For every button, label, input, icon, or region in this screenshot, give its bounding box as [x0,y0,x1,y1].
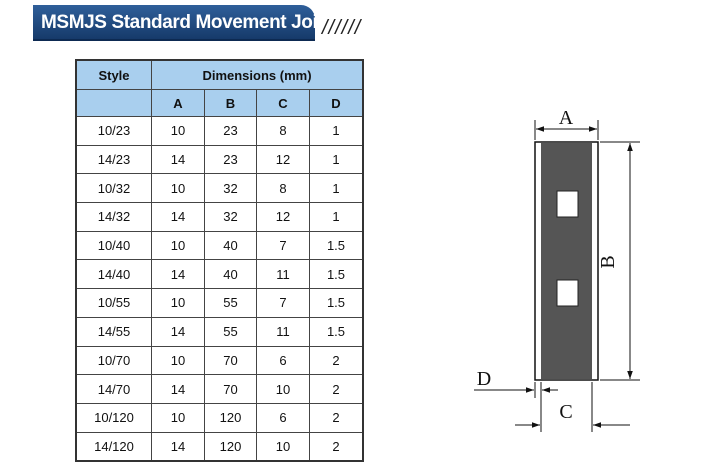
cell-a: 10 [151,288,205,318]
cell-b: 40 [204,230,257,261]
cell-d: 1.5 [309,288,364,318]
cell-a: 14 [151,431,205,462]
cell-c: 12 [256,144,310,175]
cell-b: 23 [204,144,257,175]
dim-b-label: B [597,255,619,268]
cell-d: 1.5 [309,316,364,347]
cell-a: 14 [151,259,205,290]
cell-b: 55 [204,316,257,347]
cell-b: 40 [204,259,257,290]
col-header-d: D [309,89,364,117]
cell-style: 10/40 [75,230,152,261]
table-header-row: Style Dimensions (mm) [75,59,364,90]
cell-c: 11 [256,316,310,347]
table-subheader-row: A B C D [75,89,364,117]
cell-b: 70 [204,345,257,376]
cell-b: 120 [204,402,257,433]
cell-a: 10 [151,230,205,261]
page-title: MSMJS Standard Movement Joint [41,12,335,33]
joint-core-strip [541,143,592,379]
title-banner: MSMJS Standard Movement Joint [33,5,335,41]
cell-a: 10 [151,345,205,376]
dim-c-label: C [559,401,572,423]
dimensions-header: Dimensions (mm) [151,59,364,90]
dim-a-label: A [559,107,574,129]
title-decoration: ////// [322,17,362,39]
cell-style: 10/55 [75,288,152,318]
cell-b: 32 [204,202,257,232]
cell-style: 10/32 [75,173,152,204]
dim-d-label: D [477,368,491,390]
cell-c: 7 [256,288,310,318]
cell-a: 10 [151,116,205,146]
cell-d: 2 [309,402,364,433]
joint-window-upper [556,190,579,218]
col-header-c: C [256,89,310,117]
cell-a: 14 [151,202,205,232]
cell-c: 8 [256,173,310,204]
col-header-b: B [204,89,257,117]
cell-c: 6 [256,402,310,433]
style-subheader-empty [75,89,152,117]
cell-b: 55 [204,288,257,318]
col-header-a: A [151,89,205,117]
cell-d: 1 [309,144,364,175]
cell-style: 14/120 [75,431,152,462]
cell-d: 2 [309,374,364,404]
style-header: Style [75,59,152,90]
cell-c: 12 [256,202,310,232]
joint-window-lower [556,279,579,307]
cell-a: 14 [151,374,205,404]
cell-style: 14/70 [75,374,152,404]
cell-d: 2 [309,431,364,462]
cell-style: 14/55 [75,316,152,347]
cell-c: 10 [256,431,310,462]
cell-c: 10 [256,374,310,404]
cell-c: 7 [256,230,310,261]
cell-d: 1.5 [309,259,364,290]
cell-style: 10/70 [75,345,152,376]
cell-d: 2 [309,345,364,376]
